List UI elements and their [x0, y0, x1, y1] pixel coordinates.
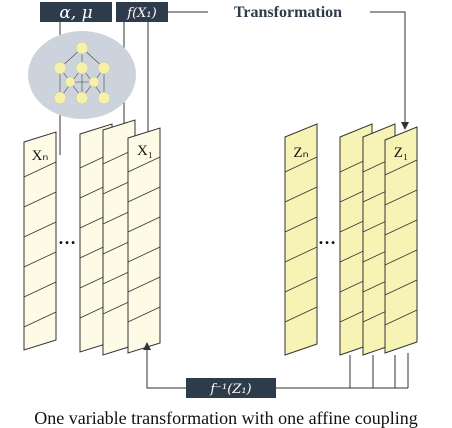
- panel-z-1-label: Z₁: [394, 145, 408, 161]
- inverse-function-label: f⁻¹(Z₁): [209, 382, 251, 397]
- inverse-arrow: [143, 342, 186, 389]
- params-label-box: α, μ: [40, 2, 112, 23]
- forward-function-label: f(X₁): [126, 6, 156, 21]
- panel-x-n: Xₙ: [23, 131, 57, 351]
- transformation-arrow: [370, 11, 409, 130]
- inverse-function-box: f⁻¹(Z₁): [186, 378, 276, 398]
- panel-z-1: Z₁: [384, 126, 418, 354]
- panel-x-n-label: Xₙ: [32, 148, 49, 164]
- panel-x-1-label: X₁: [137, 143, 153, 159]
- panel-z-n: Zₙ: [284, 123, 318, 356]
- transformation-label: Transformation: [234, 4, 342, 21]
- input-ellipsis: …: [58, 228, 76, 248]
- output-stack: Zₙ … Z₁: [284, 123, 418, 356]
- inverse-path: f⁻¹(Z₁): [143, 342, 409, 398]
- panel-x-1: X₁: [127, 127, 161, 354]
- output-ellipsis: …: [318, 228, 336, 248]
- figure-caption: One variable transformation with one aff…: [34, 408, 418, 428]
- input-stack: Xₙ … X₁: [23, 119, 161, 356]
- neural-network-icon: [28, 22, 149, 155]
- panel-z-n-label: Zₙ: [293, 145, 308, 161]
- forward-function-box: f(X₁): [116, 2, 168, 22]
- params-label: α, μ: [59, 3, 92, 23]
